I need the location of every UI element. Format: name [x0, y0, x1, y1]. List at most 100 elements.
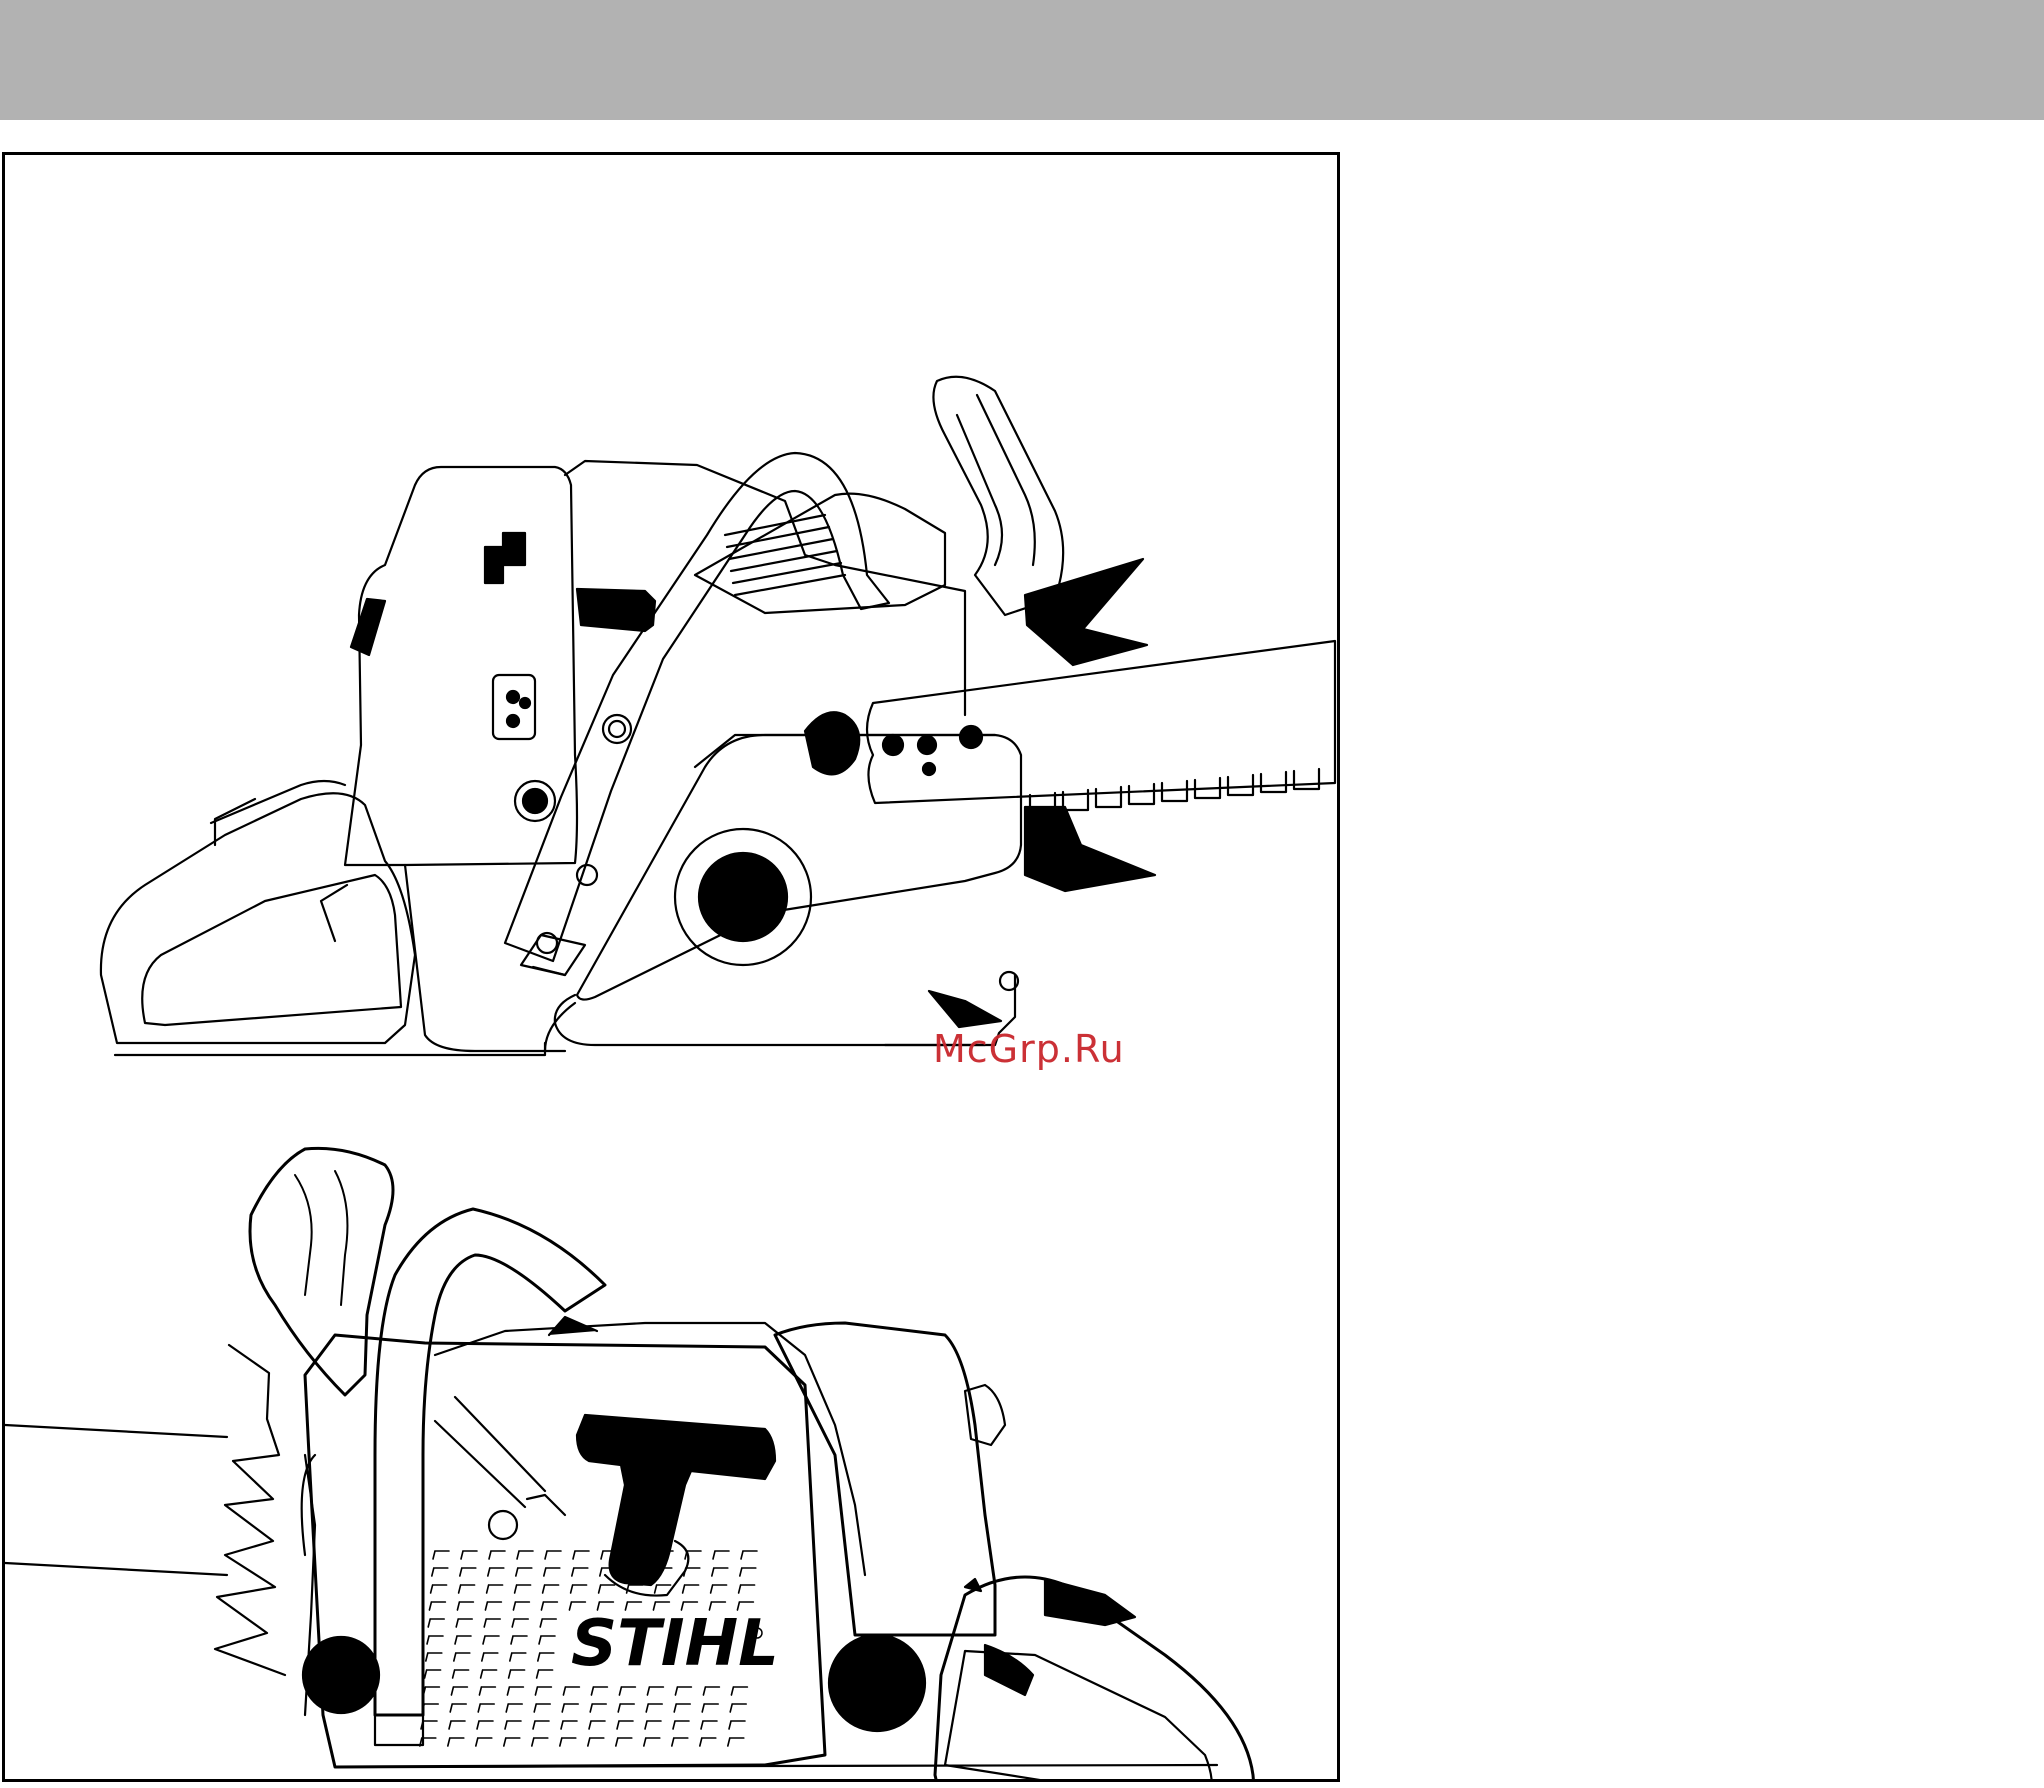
vent-slot	[459, 1585, 475, 1593]
figure-frame: STIHL	[2, 152, 1340, 1782]
header-band	[0, 0, 2044, 120]
vent-slot	[504, 1738, 520, 1746]
vent-slot	[646, 1704, 662, 1712]
top-bar-hole-4	[923, 763, 935, 775]
vent-slot	[426, 1653, 442, 1661]
vent-slot	[541, 1602, 557, 1610]
top-front-handle	[505, 453, 889, 961]
vent-slot	[425, 1670, 441, 1678]
vent-slot	[483, 1636, 499, 1644]
vent-slot	[516, 1568, 532, 1576]
vent-slot	[740, 1568, 756, 1576]
vent-slot	[488, 1568, 504, 1576]
vent-slot	[703, 1687, 719, 1695]
bottom-stihl-logo: STIHL	[571, 1607, 779, 1681]
vent-slot	[711, 1585, 727, 1593]
vent-slot	[535, 1687, 551, 1695]
vent-slot	[644, 1738, 660, 1746]
vent-slot	[545, 1551, 561, 1559]
vent-slot	[449, 1721, 465, 1729]
vent-slot	[422, 1704, 438, 1712]
vent-slot	[538, 1653, 554, 1661]
vent-slot	[461, 1551, 477, 1559]
top-choke-knob	[577, 589, 655, 631]
vent-slot	[599, 1585, 615, 1593]
vent-slot	[573, 1551, 589, 1559]
vent-slot	[591, 1687, 607, 1695]
top-sprocket-cover	[577, 735, 1021, 1000]
vent-slot	[543, 1585, 559, 1593]
vent-slot	[532, 1738, 548, 1746]
vent-slot	[456, 1619, 472, 1627]
vent-slot	[453, 1670, 469, 1678]
vent-slot	[562, 1704, 578, 1712]
vent-slot	[451, 1687, 467, 1695]
top-cooling-fins	[725, 515, 845, 595]
vent-slot	[482, 1653, 498, 1661]
vent-slot	[563, 1687, 579, 1695]
vent-slot	[507, 1687, 523, 1695]
vent-slot	[729, 1721, 745, 1729]
watermark-text: McGrp.Ru	[933, 1027, 1125, 1071]
vent-slot	[561, 1721, 577, 1729]
top-oil-cap	[485, 533, 525, 583]
vent-slot	[730, 1704, 746, 1712]
vent-slot	[702, 1704, 718, 1712]
bottom-guide-bar	[5, 1425, 227, 1575]
bottom-bar-nut	[303, 1637, 379, 1713]
vent-slot	[487, 1585, 503, 1593]
top-bar-hole-1	[883, 735, 903, 755]
vent-slot	[741, 1551, 757, 1559]
vent-slot	[515, 1585, 531, 1593]
vent-slot	[457, 1602, 473, 1610]
vent-slot	[616, 1738, 632, 1746]
vent-slot	[429, 1602, 445, 1610]
vent-slot	[571, 1585, 587, 1593]
top-bar-hole-3	[960, 726, 982, 748]
top-bumper-spike-upper	[1025, 559, 1147, 665]
vent-slot	[713, 1551, 729, 1559]
stihl-brand-label: STIHL	[571, 1607, 779, 1681]
vent-slot	[433, 1551, 449, 1559]
vent-slot	[712, 1568, 728, 1576]
vent-slot	[450, 1704, 466, 1712]
vent-slot	[560, 1738, 576, 1746]
vent-slot	[540, 1619, 556, 1627]
vent-slot	[511, 1636, 527, 1644]
vent-slot	[478, 1704, 494, 1712]
vent-slot	[510, 1653, 526, 1661]
top-bumper-spike-lower	[1025, 807, 1155, 891]
bottom-bumper-spikes	[215, 1345, 285, 1675]
vent-slot	[460, 1568, 476, 1576]
bottom-hand-guard	[250, 1148, 393, 1395]
vent-slot	[683, 1585, 699, 1593]
vent-slot	[544, 1568, 560, 1576]
top-screw-inner	[523, 789, 547, 813]
vent-slot	[731, 1687, 747, 1695]
top-clutch-inner	[699, 853, 787, 941]
vent-slot	[454, 1653, 470, 1661]
vent-slot	[484, 1619, 500, 1627]
vent-slot	[448, 1738, 464, 1746]
top-rear-handle	[101, 793, 415, 1043]
vent-slot	[674, 1704, 690, 1712]
top-bar-hole-2	[918, 736, 936, 754]
vent-slot	[455, 1636, 471, 1644]
vent-slot	[509, 1670, 525, 1678]
vent-slot	[700, 1738, 716, 1746]
vent-slot	[533, 1721, 549, 1729]
vent-slot	[479, 1687, 495, 1695]
vent-slot	[539, 1636, 555, 1644]
vent-slot	[728, 1738, 744, 1746]
vent-slot	[489, 1551, 505, 1559]
bottom-starter-grip	[577, 1415, 775, 1585]
vent-slot	[428, 1619, 444, 1627]
vent-slot	[505, 1721, 521, 1729]
vent-slot	[675, 1687, 691, 1695]
vent-slot	[645, 1721, 661, 1729]
top-throttle-lever	[351, 599, 385, 655]
vent-slot	[512, 1619, 528, 1627]
vent-slot	[506, 1704, 522, 1712]
vent-slot	[481, 1670, 497, 1678]
bottom-rear-nut	[829, 1635, 925, 1731]
